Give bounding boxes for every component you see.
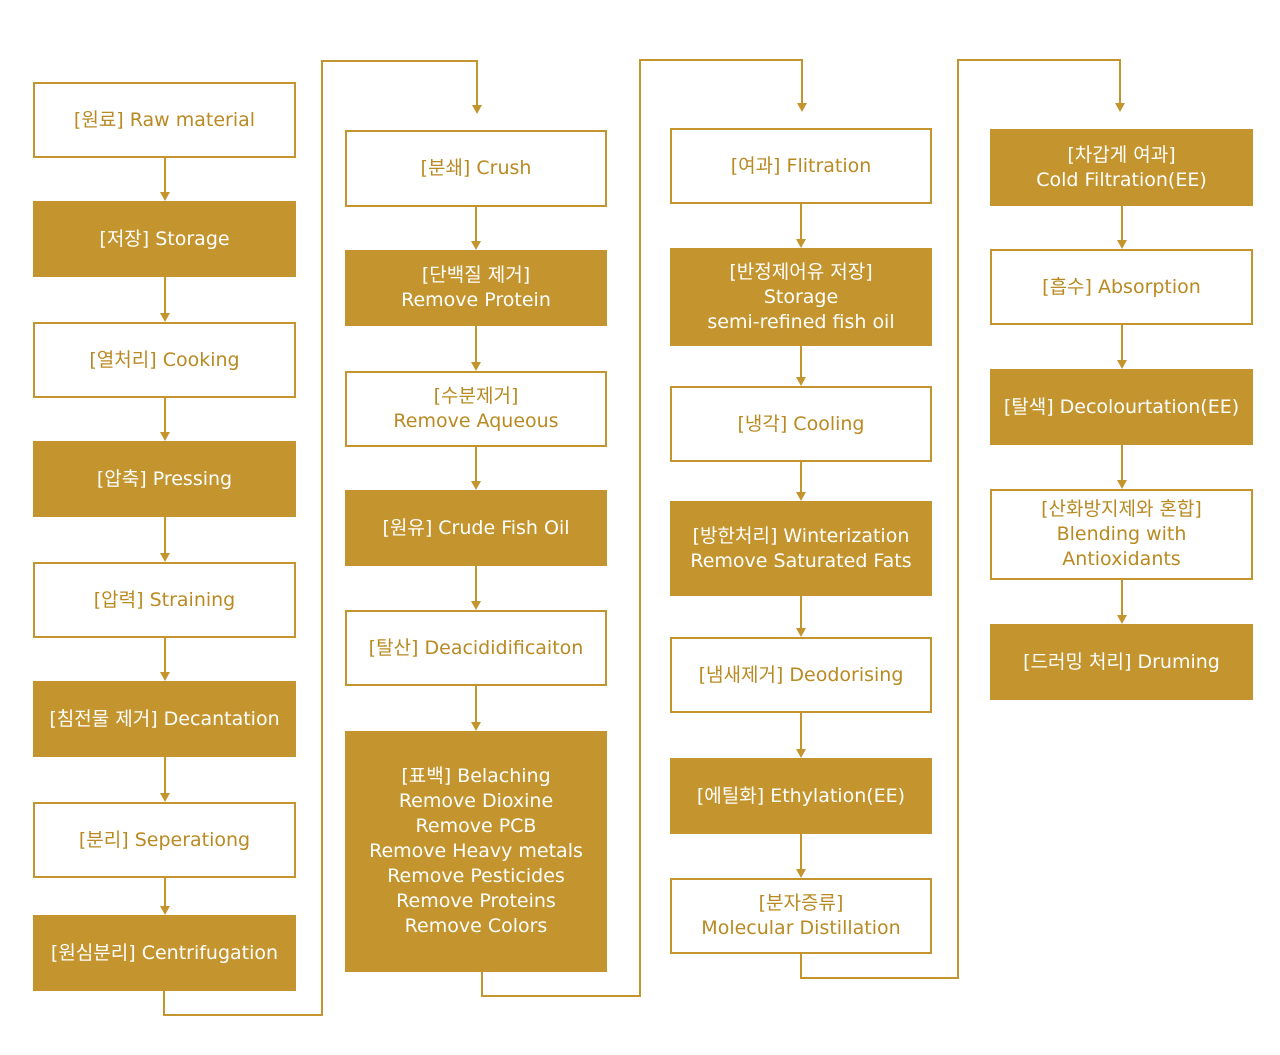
arrowhead: [471, 362, 481, 371]
step-flitration: [여과] Flitration: [670, 128, 932, 204]
arrowhead: [160, 313, 170, 322]
step-label: Remove Proteins: [396, 890, 556, 912]
step-label: [냉각] Cooling: [737, 412, 865, 435]
step-label: [원유] Crude Fish Oil: [382, 516, 570, 539]
step-label: [단백질 제거]: [421, 264, 531, 286]
connector-arrow: [163, 60, 478, 1016]
step-raw-material: [원료] Raw material: [33, 82, 296, 158]
step-label: Cold Filtration(EE): [1036, 168, 1207, 191]
step-label: [원심분리] Centrifugation: [50, 941, 279, 964]
arrowhead: [796, 869, 806, 878]
step-remove-aqueous: [수분제거] Remove Aqueous: [345, 371, 607, 447]
arrowhead: [471, 481, 481, 490]
step-label: Remove Pesticides: [387, 865, 565, 887]
step-crude-fish-oil: [원유] Crude Fish Oil: [345, 490, 607, 566]
step-label: [드러밍 처리] Druming: [1023, 650, 1220, 673]
step-label: Molecular Distillation: [701, 917, 901, 939]
step-label: [침전물 제거] Decantation: [49, 707, 280, 730]
step-label: Blending with: [1056, 523, 1187, 545]
step-label: [분리] Seperationg: [78, 828, 251, 851]
connector-arrow: [481, 59, 803, 997]
step-label: [탈색] Decolourtation(EE): [1003, 395, 1240, 418]
arrowhead: [796, 749, 806, 758]
step-label: Antioxidants: [1062, 548, 1181, 570]
step-remove-protein: [단백질 제거] Remove Protein: [345, 250, 607, 326]
step-cooking: [열처리] Cooking: [33, 322, 296, 398]
step-label: [저장] Storage: [99, 227, 230, 250]
arrowhead: [160, 553, 170, 562]
step-label: [방한처리] Winterization: [692, 524, 910, 547]
step-centrifugation: [원심분리] Centrifugation: [33, 915, 296, 991]
arrowhead: [160, 906, 170, 915]
step-molecular-distillation: [분자증류] Molecular Distillation: [670, 878, 932, 954]
arrowhead: [796, 492, 806, 501]
step-label: Storage: [763, 285, 839, 308]
step-label: [원료] Raw material: [73, 108, 256, 131]
step-label: [분쇄] Crush: [420, 157, 532, 179]
step-crush: [분쇄] Crush: [345, 130, 607, 207]
step-cold-filtration: [차갑게 여과]Cold Filtration(EE): [990, 129, 1253, 206]
step-druming: [드러밍 처리] Druming: [990, 624, 1253, 700]
step-label: [압축] Pressing: [96, 467, 233, 490]
step-decantation: [침전물 제거] Decantation: [33, 681, 296, 757]
arrowhead: [1117, 480, 1127, 489]
arrowhead: [796, 377, 806, 386]
connector-arrow: [800, 59, 1121, 979]
arrowhead: [796, 239, 806, 248]
arrowhead: [160, 672, 170, 681]
arrowhead: [797, 103, 807, 112]
step-decolourtation: [탈색] Decolourtation(EE): [990, 369, 1253, 445]
step-label: semi-refined fish oil: [707, 310, 895, 333]
step-deacididificaiton: [탈산] Deacididificaiton: [345, 610, 607, 686]
step-label: [탈산] Deacididificaiton: [368, 636, 584, 659]
arrowhead: [796, 628, 806, 637]
arrowhead: [1117, 360, 1127, 369]
arrowhead: [471, 241, 481, 250]
step-label: [표백] Belaching: [401, 765, 551, 787]
step-ethylation: [에틸화] Ethylation(EE): [670, 758, 932, 834]
step-label: Remove Dioxine: [398, 790, 554, 812]
step-label: [에틸화] Ethylation(EE): [696, 784, 906, 807]
step-label: [수분제거]: [433, 385, 519, 407]
step-label: Remove Colors: [404, 915, 548, 937]
step-label: [분자증류]: [758, 892, 844, 914]
step-label: Remove PCB: [415, 815, 537, 837]
step-label: [압력] Straining: [93, 588, 236, 611]
step-straining: [압력] Straining: [33, 562, 296, 638]
step-label: Remove Saturated Fats: [690, 549, 912, 572]
arrowhead: [160, 793, 170, 802]
step-absorption: [흡수] Absorption: [990, 249, 1253, 325]
step-label: [반정제어유 저장]: [729, 260, 873, 283]
arrowhead: [1117, 240, 1127, 249]
step-storage: [저장] Storage: [33, 201, 296, 277]
step-label: [여과] Flitration: [730, 154, 872, 177]
step-label: [열처리] Cooking: [89, 348, 240, 371]
step-label: Remove Protein: [401, 289, 551, 311]
step-cooling: [냉각] Cooling: [670, 386, 932, 462]
arrowhead: [471, 601, 481, 610]
step-label: [냄새제거] Deodorising: [698, 663, 904, 686]
arrowhead: [1115, 103, 1125, 112]
step-pressing: [압축] Pressing: [33, 441, 296, 517]
arrowhead: [1117, 615, 1127, 624]
arrowhead: [160, 432, 170, 441]
step-seperationg: [분리] Seperationg: [33, 802, 296, 878]
arrowhead: [160, 192, 170, 201]
step-label: Remove Heavy metals: [369, 840, 583, 862]
step-label: [흡수] Absorption: [1042, 275, 1201, 298]
step-label: Remove Aqueous: [393, 410, 559, 432]
arrowhead: [471, 722, 481, 731]
step-label: [차갑게 여과]: [1067, 143, 1176, 166]
step-label: [산화방지제와 혼합]: [1041, 498, 1202, 520]
arrowhead: [472, 105, 482, 114]
step-deodorising: [냄새제거] Deodorising: [670, 637, 932, 713]
